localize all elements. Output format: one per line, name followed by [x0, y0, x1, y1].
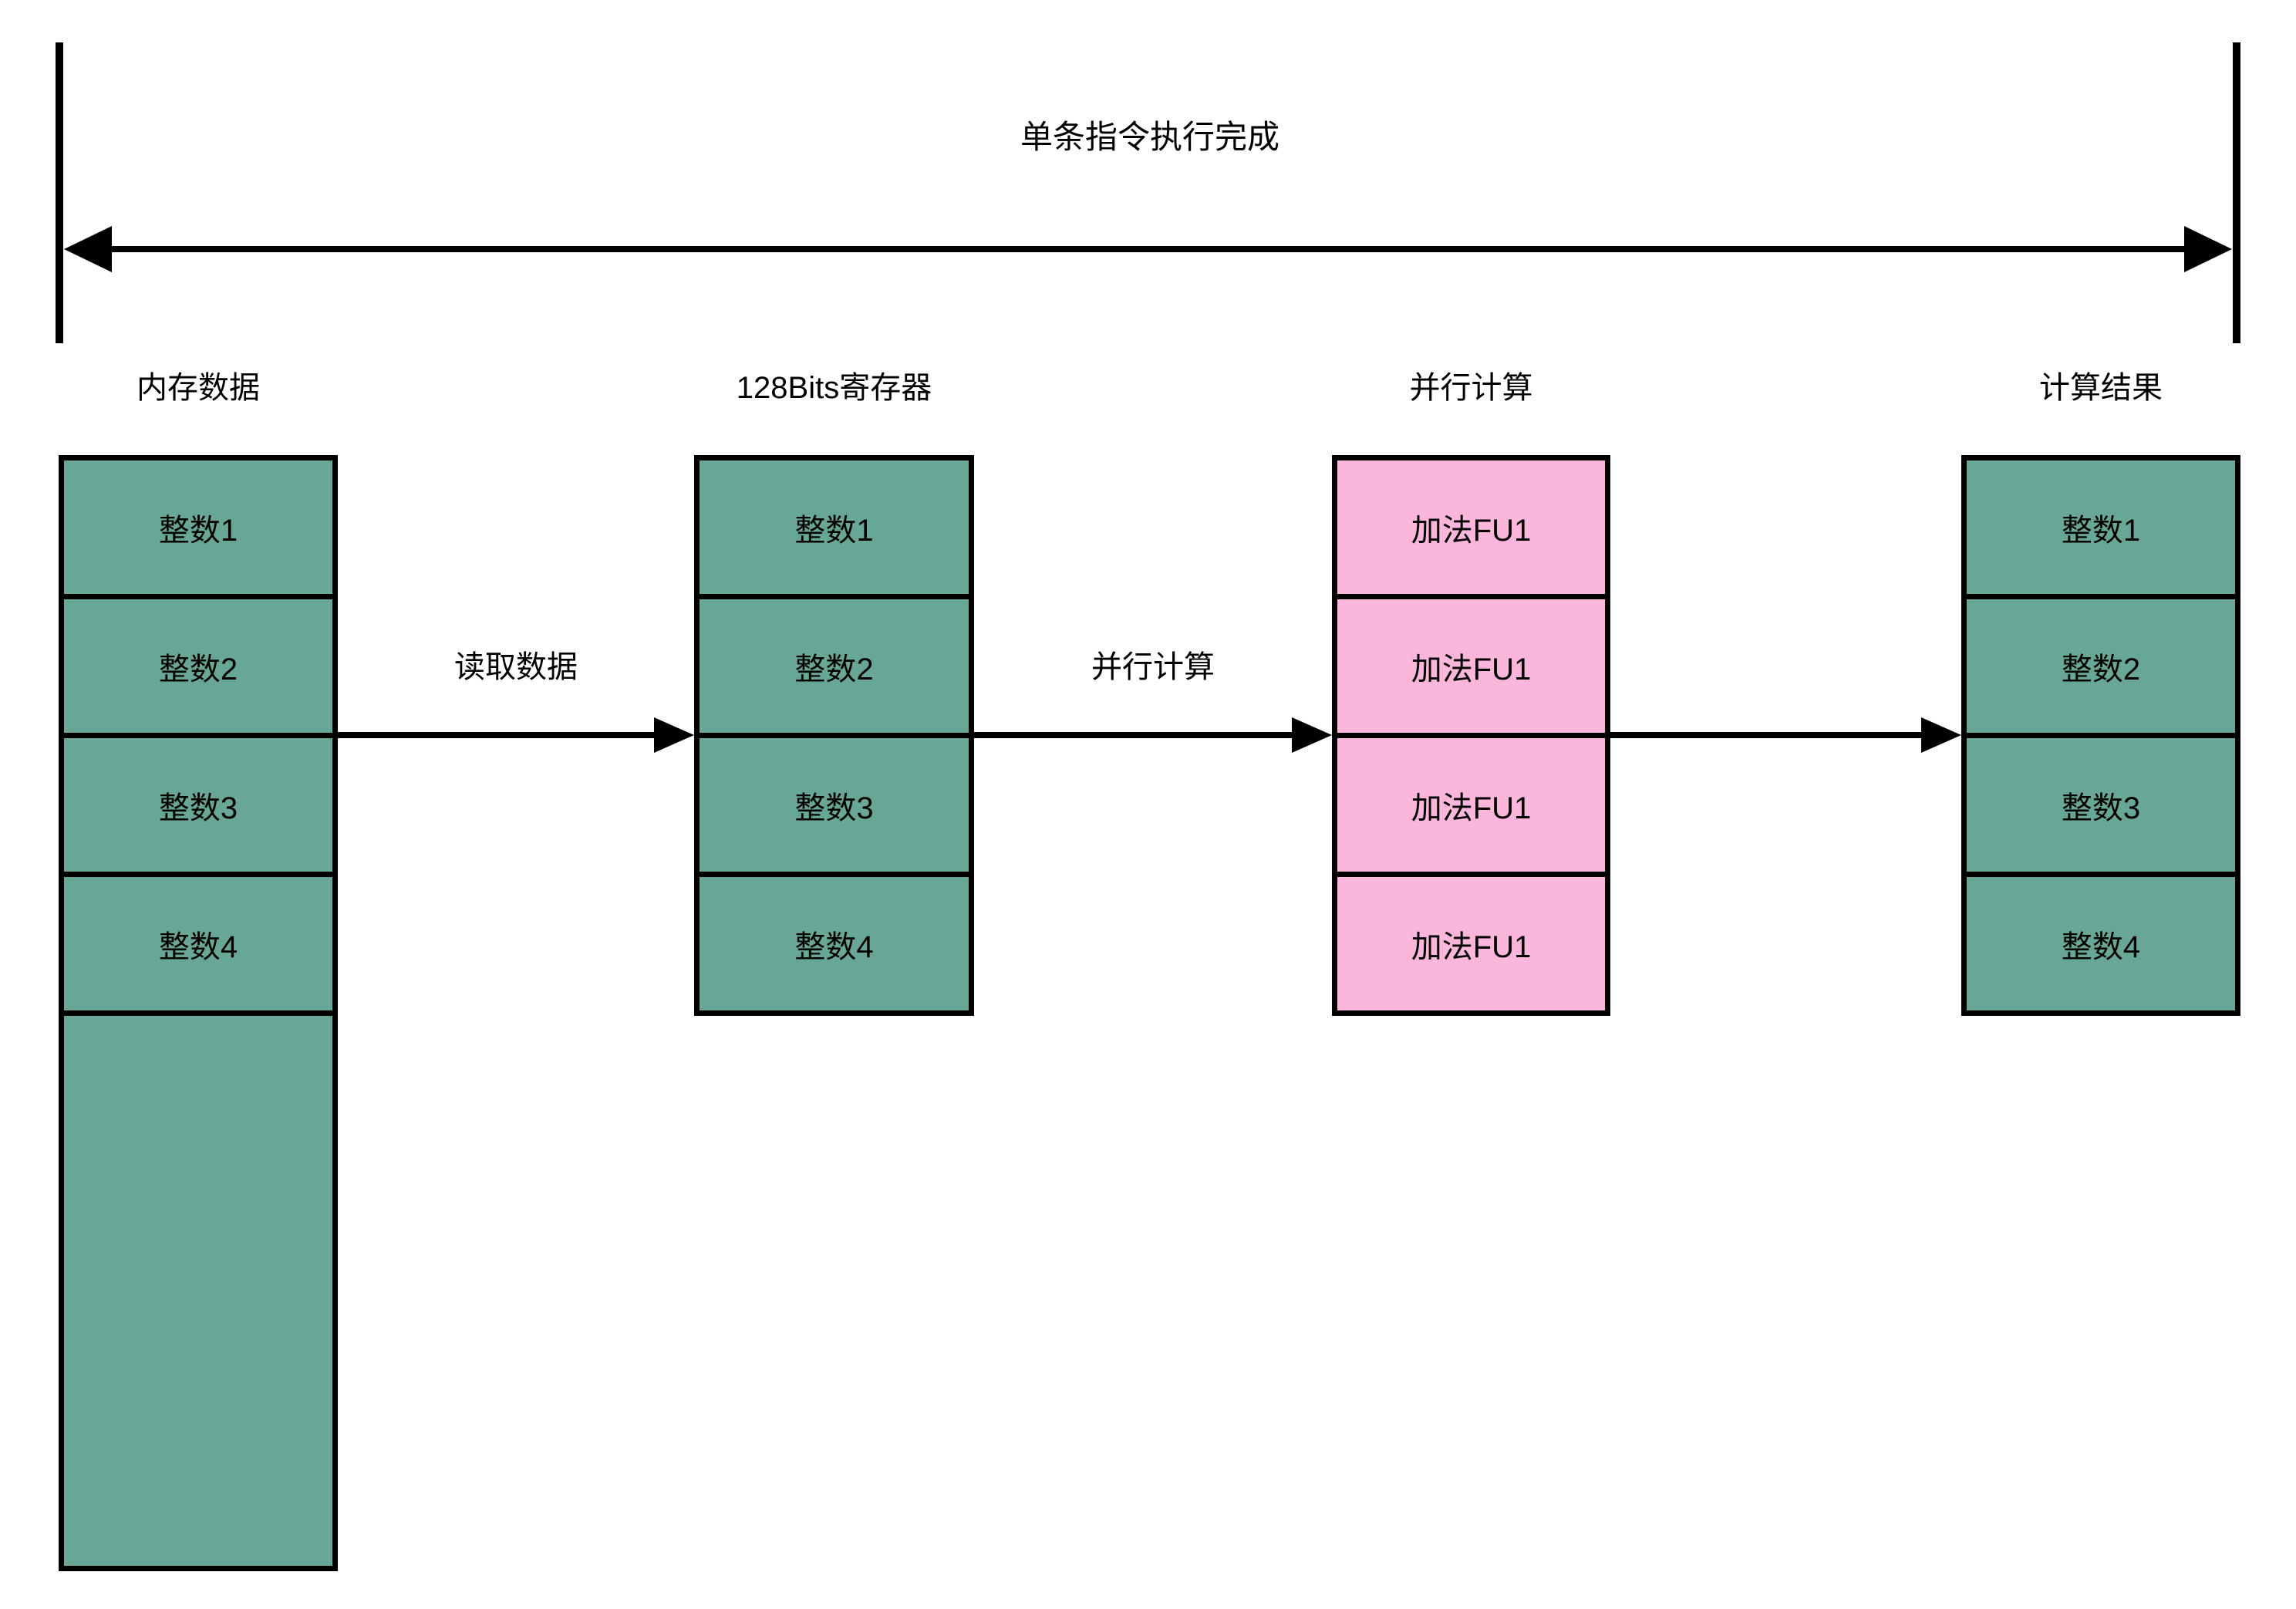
memory-cell-3: 整数3 — [64, 733, 332, 872]
arrow-parallel-compute-head-icon — [1292, 717, 1332, 753]
measure-endcap-right — [2233, 42, 2240, 343]
memory-column: 整数1 整数2 整数3 整数4 — [59, 455, 338, 1571]
measure-endcap-left — [56, 42, 63, 343]
register-cell-2: 整数2 — [700, 594, 969, 733]
column-header-result: 计算结果 — [2039, 371, 2163, 405]
measure-arrow-line — [104, 246, 2192, 252]
result-cell-2: 整数2 — [1967, 594, 2235, 733]
memory-cell-4: 整数4 — [64, 872, 332, 1010]
result-cell-1: 整数1 — [1967, 460, 2235, 594]
column-header-compute: 并行计算 — [1409, 371, 1533, 405]
arrow-label-read-data: 读取数据 — [454, 650, 578, 684]
column-header-register: 128Bits寄存器 — [736, 371, 932, 405]
measure-label: 单条指令执行完成 — [1020, 119, 1279, 155]
measure-arrowhead-left-icon — [64, 226, 112, 272]
arrow-to-result-line — [1610, 732, 1924, 738]
result-cell-3: 整数3 — [1967, 733, 2235, 872]
memory-cell-empty — [64, 1010, 332, 1566]
compute-cell-4: 加法FU1 — [1337, 872, 1605, 1010]
result-column: 整数1 整数2 整数3 整数4 — [1961, 455, 2240, 1016]
memory-cell-1: 整数1 — [64, 460, 332, 594]
register-cell-3: 整数3 — [700, 733, 969, 872]
arrow-read-data-line — [338, 732, 657, 738]
register-column: 整数1 整数2 整数3 整数4 — [694, 455, 974, 1016]
column-header-memory: 内存数据 — [137, 371, 260, 405]
arrow-read-data-head-icon — [654, 717, 694, 753]
arrow-parallel-compute-line — [974, 732, 1295, 738]
compute-cell-3: 加法FU1 — [1337, 733, 1605, 872]
memory-cell-2: 整数2 — [64, 594, 332, 733]
arrow-to-result-head-icon — [1921, 717, 1961, 753]
compute-cell-2: 加法FU1 — [1337, 594, 1605, 733]
measure-arrowhead-right-icon — [2184, 226, 2232, 272]
register-cell-4: 整数4 — [700, 872, 969, 1010]
compute-column: 加法FU1 加法FU1 加法FU1 加法FU1 — [1332, 455, 1610, 1016]
register-cell-1: 整数1 — [700, 460, 969, 594]
arrow-label-parallel-compute: 并行计算 — [1091, 650, 1215, 684]
result-cell-4: 整数4 — [1967, 872, 2235, 1010]
compute-cell-1: 加法FU1 — [1337, 460, 1605, 594]
